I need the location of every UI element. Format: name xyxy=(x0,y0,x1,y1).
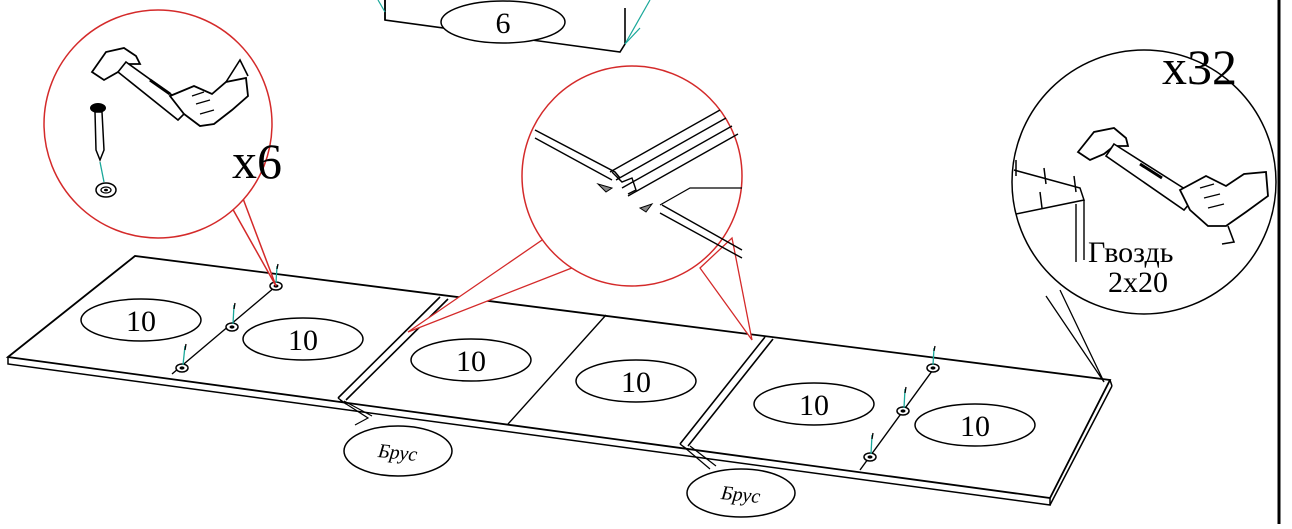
panel-number: 10 xyxy=(799,389,829,422)
nail-icon xyxy=(175,343,189,373)
panel-number: 10 xyxy=(288,324,318,357)
nail-size-label: 2x20 xyxy=(1108,266,1168,299)
corner-detail xyxy=(1013,160,1085,262)
panel-oval xyxy=(753,382,875,426)
hammer-icon xyxy=(1076,127,1198,212)
part-number: 6 xyxy=(496,7,511,40)
nail-icon xyxy=(926,345,940,373)
panel-strip xyxy=(5,255,1113,506)
panel-labels: 10 10 10 10 10 10 xyxy=(80,298,1036,447)
panel-oval xyxy=(80,298,202,342)
batten-label-text: Брус xyxy=(719,482,761,508)
panel-oval xyxy=(914,403,1036,447)
hammer-icon xyxy=(90,47,192,122)
panel-oval xyxy=(410,338,532,382)
batten-label-text: Брус xyxy=(376,440,418,466)
nail-type-label: Гвоздь xyxy=(1088,236,1173,269)
hand-icon xyxy=(1178,171,1269,245)
nail-icon xyxy=(90,103,106,183)
nail-icon xyxy=(896,386,910,416)
callout-joint-detail xyxy=(407,65,753,341)
nail-icon xyxy=(863,432,877,462)
panel-seam xyxy=(507,314,607,425)
quantity-label: x32 xyxy=(1162,39,1237,95)
batten-label: Брус xyxy=(683,445,796,518)
panel-number: 10 xyxy=(456,345,486,378)
panel-seam xyxy=(171,286,276,375)
top-part: 6 xyxy=(377,0,651,53)
quantity-label: x6 xyxy=(232,133,282,189)
nail-icon xyxy=(225,302,239,332)
callout-nailing-left: x6 xyxy=(43,9,282,287)
batten-label: Брус xyxy=(339,399,453,477)
panel-number: 10 xyxy=(126,305,156,338)
panel-oval xyxy=(575,359,697,403)
panel-number: 10 xyxy=(960,410,990,443)
washer-icon xyxy=(95,182,117,198)
callout-nailing-right: x32 Гвоздь 2x20 xyxy=(1011,39,1277,383)
joint-profile xyxy=(534,109,743,259)
panel-oval xyxy=(242,317,364,361)
part-number-oval xyxy=(440,0,566,44)
hand-icon xyxy=(168,58,249,127)
panel-number: 10 xyxy=(621,366,651,399)
nail-markers xyxy=(175,263,940,462)
